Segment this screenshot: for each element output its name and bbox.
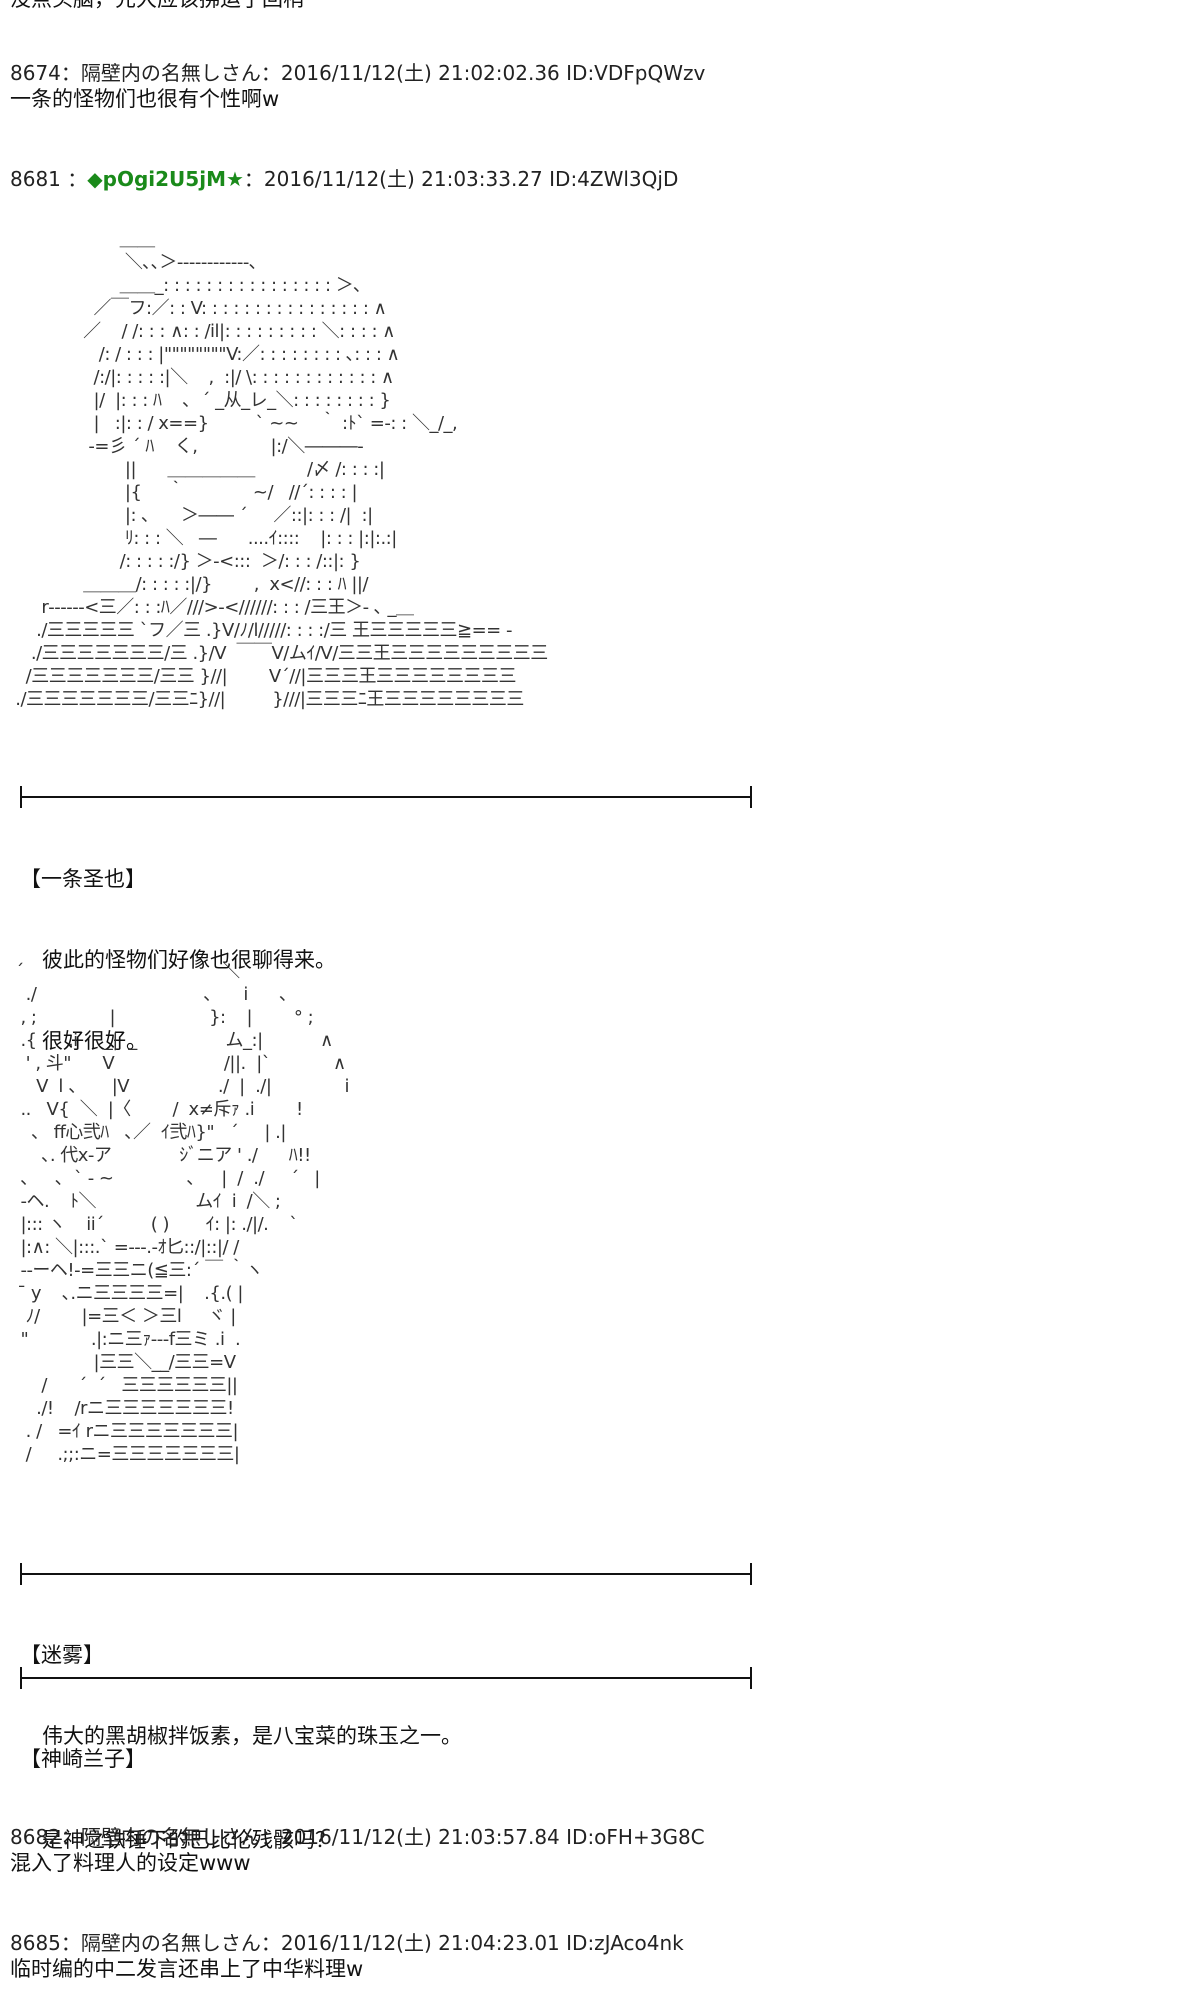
poster-name: 隔壁内の名無しさん xyxy=(80,61,261,85)
post-8682: 8682：隔壁内の名無しさん：2016/11/12(土) 21:03:57.84… xyxy=(10,1824,1160,1877)
poster-tripcode-name: ◆pOgi2U5jM★ xyxy=(87,167,244,191)
post-date: 2016/11/12(土) 21:04:23.01 xyxy=(280,1931,560,1955)
divider-line xyxy=(20,1677,752,1679)
scene-divider xyxy=(14,786,758,808)
dialogue-kiri: 【迷雾】 伟大的黑胡椒拌饭素，是八宝菜的珠玉之一。 xyxy=(20,1588,462,1804)
post-body: 临时编的中二发言还串上了中华料理w xyxy=(10,1957,364,1981)
post-date: 2016/11/12(土) 21:03:57.84 xyxy=(280,1825,560,1849)
post-number[interactable]: 8685 xyxy=(10,1931,61,1955)
post-body: 一条的怪物们也很有个性啊w xyxy=(10,87,280,111)
post-date: 2016/11/12(土) 21:02:02.36 xyxy=(280,61,560,85)
post-8674: 8674：隔壁内の名無しさん：2016/11/12(土) 21:02:02.36… xyxy=(10,60,1160,113)
dialogue-line: 彼此的怪物们好像也很聊得来。 xyxy=(42,948,336,972)
poster-name: 隔壁内の名無しさん xyxy=(80,1931,261,1955)
header-separator: ： xyxy=(260,1825,281,1849)
dialogue-ichijo: 【一条圣也】 彼此的怪物们好像也很聊得来。 很好很好。 xyxy=(20,812,336,1109)
post-number[interactable]: 8681 xyxy=(10,167,61,191)
post-header: 8682：隔壁内の名無しさん：2016/11/12(土) 21:03:57.84… xyxy=(10,1824,1160,1850)
dialogue-line: 是神之铁锤下的巴比伦残骸吗？ xyxy=(42,1828,336,1852)
divider-tick xyxy=(750,1667,752,1689)
post-header: 8681 ：◆pOgi2U5jM★：2016/11/12(土) 21:03:33… xyxy=(10,166,1160,192)
poster-id: ID:VDFpQWzv xyxy=(566,61,706,85)
ascii-art-ichijo: ＿＿ ＼､､＞‐‐‐‐‐‐‐‐‐‐‐‐､ ＿＿_: : : : : : : : … xyxy=(15,229,548,710)
scene-divider xyxy=(14,1667,758,1689)
post-8681: 8681 ：◆pOgi2U5jM★：2016/11/12(土) 21:03:33… xyxy=(10,166,1160,192)
speaker-label: 【神崎兰子】 xyxy=(20,1747,146,1771)
speaker-label: 【一条圣也】 xyxy=(20,867,146,891)
dialogue-line: 伟大的黑胡椒拌饭素，是八宝菜的珠玉之一。 xyxy=(42,1724,462,1748)
header-separator: ： xyxy=(60,61,81,85)
header-separator: ： xyxy=(260,1931,281,1955)
previous-post-fragment: 没点头脑，先大应该拂运了回稍 xyxy=(10,0,304,13)
poster-id: ID:zJAco4nk xyxy=(566,1931,684,1955)
divider-line xyxy=(20,1573,752,1575)
divider-line xyxy=(20,796,752,798)
header-separator: ： xyxy=(243,167,264,191)
dialogue-ranko: 【神崎兰子】 是神之铁锤下的巴比伦残骸吗？ xyxy=(20,1692,336,1908)
poster-id: ID:4ZWl3QjD xyxy=(549,167,679,191)
post-number[interactable]: 8674 xyxy=(10,61,61,85)
post-header: 8674：隔壁内の名無しさん：2016/11/12(土) 21:02:02.36… xyxy=(10,60,1160,86)
post-date: 2016/11/12(土) 21:03:33.27 xyxy=(263,167,543,191)
header-separator: ： xyxy=(60,1825,81,1849)
header-separator: ： xyxy=(60,167,88,191)
header-separator: ： xyxy=(60,1931,81,1955)
speaker-label: 【迷雾】 xyxy=(20,1643,104,1667)
poster-id: ID:oFH+3G8C xyxy=(566,1825,705,1849)
divider-tick xyxy=(750,786,752,808)
post-body: 混入了料理人的设定www xyxy=(10,1851,251,1875)
post-header: 8685：隔壁内の名無しさん：2016/11/12(土) 21:04:23.01… xyxy=(10,1930,1160,1956)
scene-divider xyxy=(14,1563,758,1585)
poster-name: 隔壁内の名無しさん xyxy=(80,1825,261,1849)
divider-tick xyxy=(750,1563,752,1585)
dialogue-line: 很好很好。 xyxy=(42,1029,147,1053)
header-separator: ： xyxy=(260,61,281,85)
post-8685: 8685：隔壁内の名無しさん：2016/11/12(土) 21:04:23.01… xyxy=(10,1930,1160,1983)
ascii-art-kiri: ´ ＼ ./ ､ i ､ , ; | }: | ° ; .{ .i _| _ ム… xyxy=(15,961,350,1465)
post-number[interactable]: 8682 xyxy=(10,1825,61,1849)
